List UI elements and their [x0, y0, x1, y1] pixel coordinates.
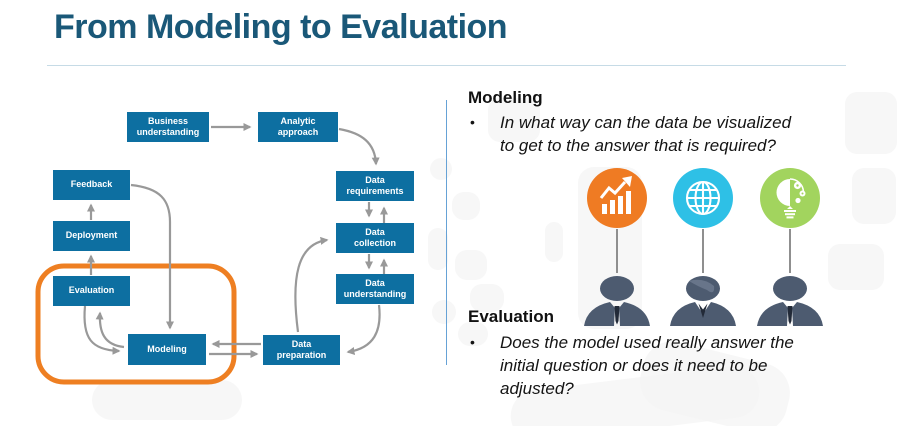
background-watermark — [458, 322, 488, 346]
background-watermark — [828, 244, 884, 290]
flowchart-node-evaluation: Evaluation — [53, 276, 130, 306]
title-divider — [47, 65, 846, 66]
modeling-heading: Modeling — [468, 88, 543, 107]
background-watermark — [452, 192, 480, 220]
background-watermark — [488, 98, 540, 142]
slide-title: From Modeling to Evaluation — [54, 8, 508, 46]
person-silhouette — [670, 276, 736, 326]
background-watermark — [428, 228, 448, 270]
lightbulb-gears-icon — [760, 168, 820, 228]
bullet-marker: • — [470, 334, 475, 350]
background-watermark — [470, 284, 504, 312]
background-watermark — [455, 250, 487, 280]
flowchart-node-data-preparation: Data preparation — [263, 335, 340, 365]
bar-chart-icon — [587, 168, 647, 228]
section-divider-line — [446, 100, 447, 365]
flowchart-node-data-collection: Data collection — [336, 223, 414, 253]
evaluation-heading: Evaluation — [468, 307, 554, 326]
bullet-marker: • — [470, 114, 475, 130]
flowchart-node-deployment: Deployment — [53, 221, 130, 251]
flowchart-node-analytic-approach: Analytic approach — [258, 112, 338, 142]
evaluation-bullet-text: Does the model used really answer the in… — [500, 333, 794, 399]
background-watermark — [430, 158, 452, 180]
background-watermark — [845, 92, 897, 154]
flowchart-node-feedback: Feedback — [53, 170, 130, 200]
person-silhouette — [584, 276, 650, 326]
background-watermark — [545, 222, 563, 262]
modeling-bullet-text: In what way can the data be visualized t… — [500, 113, 792, 156]
globe-icon — [673, 168, 733, 228]
person-silhouette — [757, 276, 823, 326]
flowchart-node-modeling: Modeling — [128, 334, 206, 365]
flowchart-node-business-understanding: Business understanding — [127, 112, 209, 142]
flowchart-node-data-understanding: Data understanding — [336, 274, 414, 304]
connector-line — [702, 229, 704, 273]
connector-line — [789, 229, 791, 273]
flowchart-node-data-requirements: Data requirements — [336, 171, 414, 201]
background-watermark — [92, 380, 242, 420]
background-watermark — [432, 300, 456, 324]
connector-line — [616, 229, 618, 273]
background-watermark — [852, 168, 896, 224]
evaluation-bullet: • Does the model used really answer the … — [470, 331, 860, 400]
modeling-bullet: • In what way can the data be visualized… — [470, 111, 860, 157]
